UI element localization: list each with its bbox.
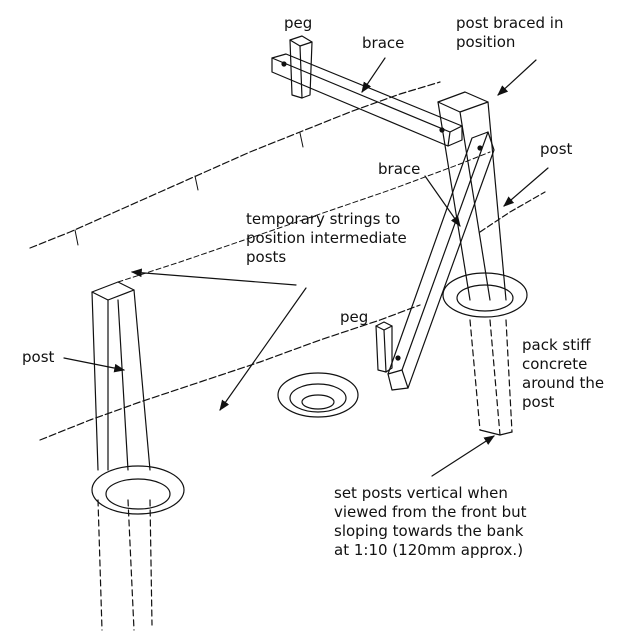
label-temporary-strings: temporary strings to position intermedia… xyxy=(246,210,407,266)
left-post xyxy=(91,281,153,631)
label-peg-top: peg xyxy=(284,14,313,32)
bank-edge-right xyxy=(479,191,546,233)
arrow-brace-mid xyxy=(424,175,461,227)
right-post xyxy=(437,91,513,436)
bank-edge-upper-hatch xyxy=(74,132,304,246)
label-pack-concrete: pack stiff concrete around the post xyxy=(522,336,605,411)
arrow-set-posts xyxy=(431,435,495,477)
label-post-right: post xyxy=(540,140,573,158)
left-post-hole xyxy=(91,465,185,515)
arrow-temp-string-1 xyxy=(130,268,297,286)
label-peg-mid: peg xyxy=(340,308,369,326)
right-post-hole xyxy=(442,272,528,318)
middle-peg xyxy=(375,321,393,373)
arrow-post-left xyxy=(63,357,126,373)
temporary-string xyxy=(117,151,491,283)
arrow-post-right xyxy=(503,167,549,207)
label-post-braced: post braced in position xyxy=(456,14,564,51)
bank-edge-upper xyxy=(29,81,441,249)
top-peg xyxy=(289,35,313,99)
label-set-posts: set posts vertical when viewed from the … xyxy=(334,484,527,559)
arrow-temp-string-2 xyxy=(219,287,307,411)
arrow-brace-top xyxy=(361,57,386,93)
arrow-post-braced xyxy=(497,59,537,96)
label-post-left: post xyxy=(22,348,55,366)
top-brace xyxy=(271,53,463,147)
bank-edge-lower xyxy=(39,304,421,441)
label-brace-mid: brace xyxy=(378,160,421,178)
diagonal-brace xyxy=(387,131,495,391)
label-brace-top: brace xyxy=(362,34,405,52)
intermediate-post-hole xyxy=(277,372,359,418)
